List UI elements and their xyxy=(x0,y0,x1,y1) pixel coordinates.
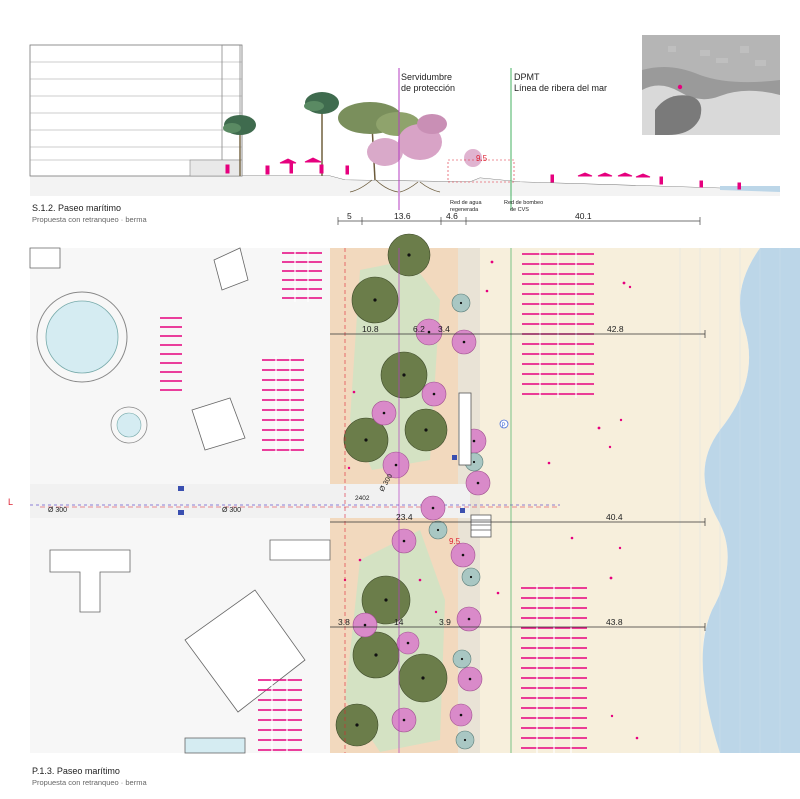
section-building xyxy=(29,44,243,177)
section-drawing: Servidumbre de protección DPMT Línea de … xyxy=(29,44,781,225)
plan-caption: P.1.3. Paseo marítimo Propuesta con retr… xyxy=(32,766,147,787)
section-caption: S.1.2. Paseo marítimo Propuesta con retr… xyxy=(32,203,147,224)
plan-title: P.1.3. Paseo marítimo xyxy=(32,766,120,776)
tree-roots xyxy=(349,179,441,193)
flowering-tree-icon xyxy=(367,114,482,167)
plan-dimension-lines xyxy=(330,330,706,631)
street-furniture-icons xyxy=(178,455,465,515)
section-marker-label: 9.5 xyxy=(476,154,488,163)
section-red-frame xyxy=(447,159,515,183)
sea-area xyxy=(702,248,800,753)
red-agua-label-line1: Red de agua xyxy=(450,200,482,206)
palm-tree-icon xyxy=(304,92,339,176)
red-agua-label-line2: regenerada xyxy=(450,207,479,213)
plan-dim-row1-d: 42.8 xyxy=(607,324,624,334)
plan-dim-row1-a: 10.8 xyxy=(362,324,379,334)
plan-drawing: 10.8 6.2 3.4 42.8 23.4 40.4 3.8 14 3.9 4… xyxy=(8,233,800,754)
axis-marker-label: L xyxy=(8,497,13,507)
sunbed-dividers xyxy=(271,250,577,754)
plan-dim-row1-c: 3.4 xyxy=(438,324,450,334)
plan-dim-row3-a: 3.8 xyxy=(338,617,350,627)
building-outlines xyxy=(29,247,331,754)
section-title: S.1.2. Paseo marítimo xyxy=(32,203,122,213)
plan-dim-row2-b: 40.4 xyxy=(606,512,623,522)
pipe-label: Ø 300 xyxy=(222,507,241,514)
transverse-street xyxy=(30,484,470,518)
plan-marker-label: 9.5 xyxy=(449,537,461,546)
red-bombeo-label-line1: Red de bombeo xyxy=(504,200,543,206)
section-dimension-1: 5 xyxy=(347,211,352,221)
plan-dim-row3-b: 14 xyxy=(394,617,404,627)
plan-dim-row2-a: 23.4 xyxy=(396,512,413,522)
pipe-label: Ø 300 xyxy=(48,507,67,514)
plan-people-marks xyxy=(343,260,639,740)
section-sea xyxy=(720,186,780,192)
plan-dim-row1-b: 6.2 xyxy=(413,324,425,334)
section-people-and-umbrellas xyxy=(225,157,741,190)
section-subtitle: Propuesta con retranqueo · berma xyxy=(32,215,147,224)
beach-access-ramp xyxy=(458,392,492,538)
servidumbre-label-line1: Servidumbre xyxy=(401,72,452,82)
palm-tree-icon xyxy=(223,115,256,176)
red-bombeo-label-line2: de CVS xyxy=(510,207,529,213)
plan-subtitle: Propuesta con retranqueo · berma xyxy=(32,778,147,787)
location-pin-icon xyxy=(677,84,683,90)
section-dimension-line xyxy=(337,217,701,225)
plan-dim-row3-d: 43.8 xyxy=(606,617,623,627)
parking-sign-icon xyxy=(499,419,509,429)
servidumbre-label-line2: de protección xyxy=(401,83,455,93)
trees-layer xyxy=(335,233,491,750)
location-map-inset xyxy=(642,35,780,135)
parking-sign-label: P xyxy=(502,423,506,429)
dpmt-label-line1: DPMT xyxy=(514,72,540,82)
plan-dim-row3-c: 3.9 xyxy=(439,617,451,627)
swimming-pool-icon xyxy=(36,291,148,444)
section-ground-fill xyxy=(30,176,780,196)
code-label: 2402 xyxy=(355,495,370,502)
section-dimension-2: 13.6 xyxy=(394,211,411,221)
tree-trunk-dots xyxy=(355,253,480,742)
section-dimension-3: 4.6 xyxy=(446,211,458,221)
dpmt-label-line2: Línea de ribera del mar xyxy=(514,83,607,93)
section-dimension-4: 40.1 xyxy=(575,211,592,221)
shoreline-grid xyxy=(679,248,781,753)
